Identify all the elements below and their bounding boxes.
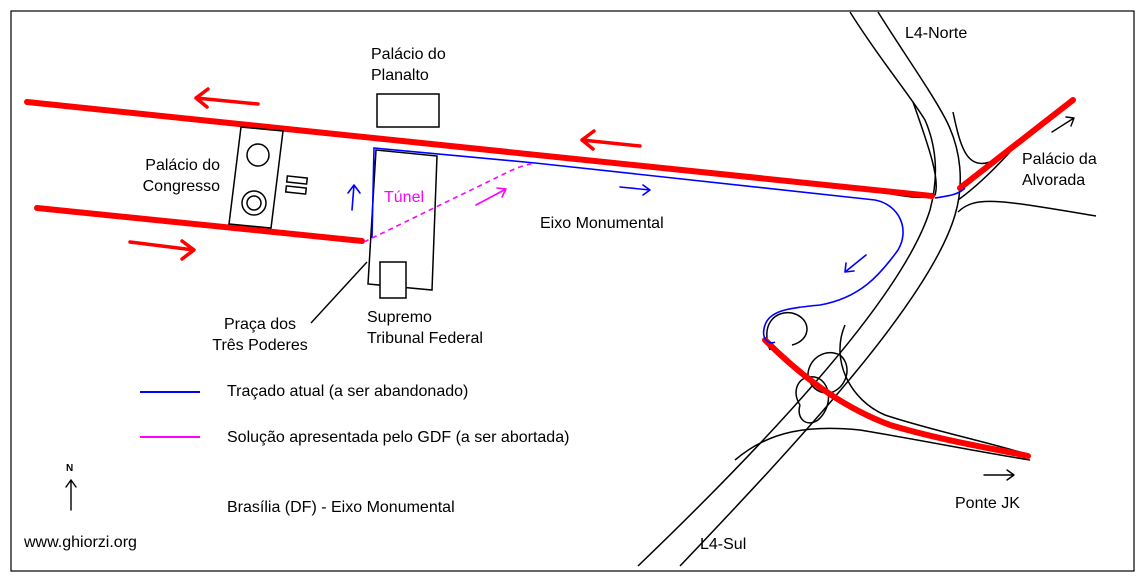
red-arrow-east bbox=[128, 239, 196, 261]
praca-leader-line bbox=[310, 261, 368, 324]
label-supremo-tribunal: Supremo Tribunal Federal bbox=[367, 307, 483, 349]
south-ramp-loop-center bbox=[807, 352, 848, 394]
blue-arrow-north bbox=[347, 184, 361, 211]
congresso-tower-2 bbox=[284, 185, 308, 195]
ponte-jk-road-south-edge bbox=[734, 427, 1031, 461]
congresso-tower-1 bbox=[285, 175, 309, 185]
south-ramp-loop-west bbox=[766, 311, 808, 351]
l4-road-west-edge bbox=[637, 11, 937, 567]
label-alvorada-line1: Palácio da bbox=[1022, 151, 1097, 168]
red-arrow-west-1 bbox=[194, 87, 260, 109]
stf-building bbox=[367, 149, 438, 291]
alvorada-red-link bbox=[957, 97, 1076, 191]
label-tunel: Túnel bbox=[384, 189, 425, 206]
legend-text-current: Traçado atual (a ser abandonado) bbox=[227, 383, 469, 400]
map-caption: Brasília (DF) - Eixo Monumental bbox=[227, 499, 455, 516]
website-credit: www.ghiorzi.org bbox=[24, 534, 137, 551]
label-l4-sul: L4-Sul bbox=[700, 536, 747, 553]
north-ramp-west bbox=[884, 101, 938, 199]
label-palacio-planalto-line2: Planalto bbox=[371, 67, 429, 84]
stf-annex bbox=[379, 261, 407, 299]
direction-arrows bbox=[65, 87, 1075, 511]
legend-text-gdf: Solução apresentada pelo GDF (a ser abor… bbox=[227, 429, 570, 446]
label-supremo-line2: Tribunal Federal bbox=[367, 330, 483, 347]
label-palacio-planalto-line1: Palácio do bbox=[371, 46, 446, 63]
label-palacio-alvorada: Palácio da Alvorada bbox=[1022, 149, 1097, 191]
label-praca-line1: Praça dos bbox=[223, 316, 297, 333]
north-ramp-loop bbox=[957, 151, 1011, 201]
map-frame bbox=[10, 10, 1135, 572]
label-palacio-planalto: Palácio do Planalto bbox=[371, 44, 446, 86]
tunnel-route-magenta bbox=[363, 162, 536, 243]
current-route-blue-link bbox=[934, 187, 966, 199]
alvorada-road bbox=[957, 200, 1097, 217]
label-palacio-congresso-line1: Palácio do bbox=[145, 157, 220, 174]
blue-arrow-southwest bbox=[844, 254, 867, 273]
red-arrow-west-2 bbox=[580, 129, 642, 151]
label-palacio-congresso: Palácio do Congresso bbox=[120, 155, 220, 197]
north-arrow bbox=[65, 479, 77, 511]
ponte-jk-red-link bbox=[762, 337, 1031, 459]
label-supremo-line1: Supremo bbox=[367, 309, 432, 326]
buildings bbox=[228, 93, 440, 299]
current-route-blue bbox=[371, 147, 904, 344]
north-label: N bbox=[66, 463, 74, 474]
ponte-jk-road-north-edge bbox=[839, 324, 1031, 456]
label-ponte-jk: Ponte JK bbox=[955, 495, 1020, 512]
label-palacio-congresso-line2: Congresso bbox=[142, 178, 220, 195]
l4-road-network bbox=[637, 11, 1097, 567]
label-praca-line2: Três Poderes bbox=[212, 337, 308, 354]
label-alvorada-line2: Alvorada bbox=[1022, 172, 1086, 189]
eixo-monumental-red bbox=[24, 97, 1076, 459]
south-ramp-loop-south bbox=[795, 376, 830, 424]
label-eixo-monumental: Eixo Monumental bbox=[540, 215, 664, 232]
congresso-dome-2-inner bbox=[246, 195, 262, 211]
eixo-south-lane bbox=[34, 205, 365, 244]
magenta-arrow bbox=[475, 187, 507, 206]
label-l4-norte: L4-Norte bbox=[905, 25, 968, 42]
ponte-jk-direction-arrow bbox=[983, 469, 1015, 481]
alvorada-direction-arrow bbox=[1051, 116, 1075, 133]
l4-road-east-edge bbox=[679, 11, 962, 567]
label-praca-tres-poderes: Praça dos Três Poderes bbox=[205, 314, 315, 356]
planalto-building bbox=[376, 93, 440, 128]
congresso-dome-1 bbox=[246, 143, 270, 167]
blue-arrow-east bbox=[619, 184, 651, 196]
eixo-north-lane bbox=[24, 99, 935, 199]
